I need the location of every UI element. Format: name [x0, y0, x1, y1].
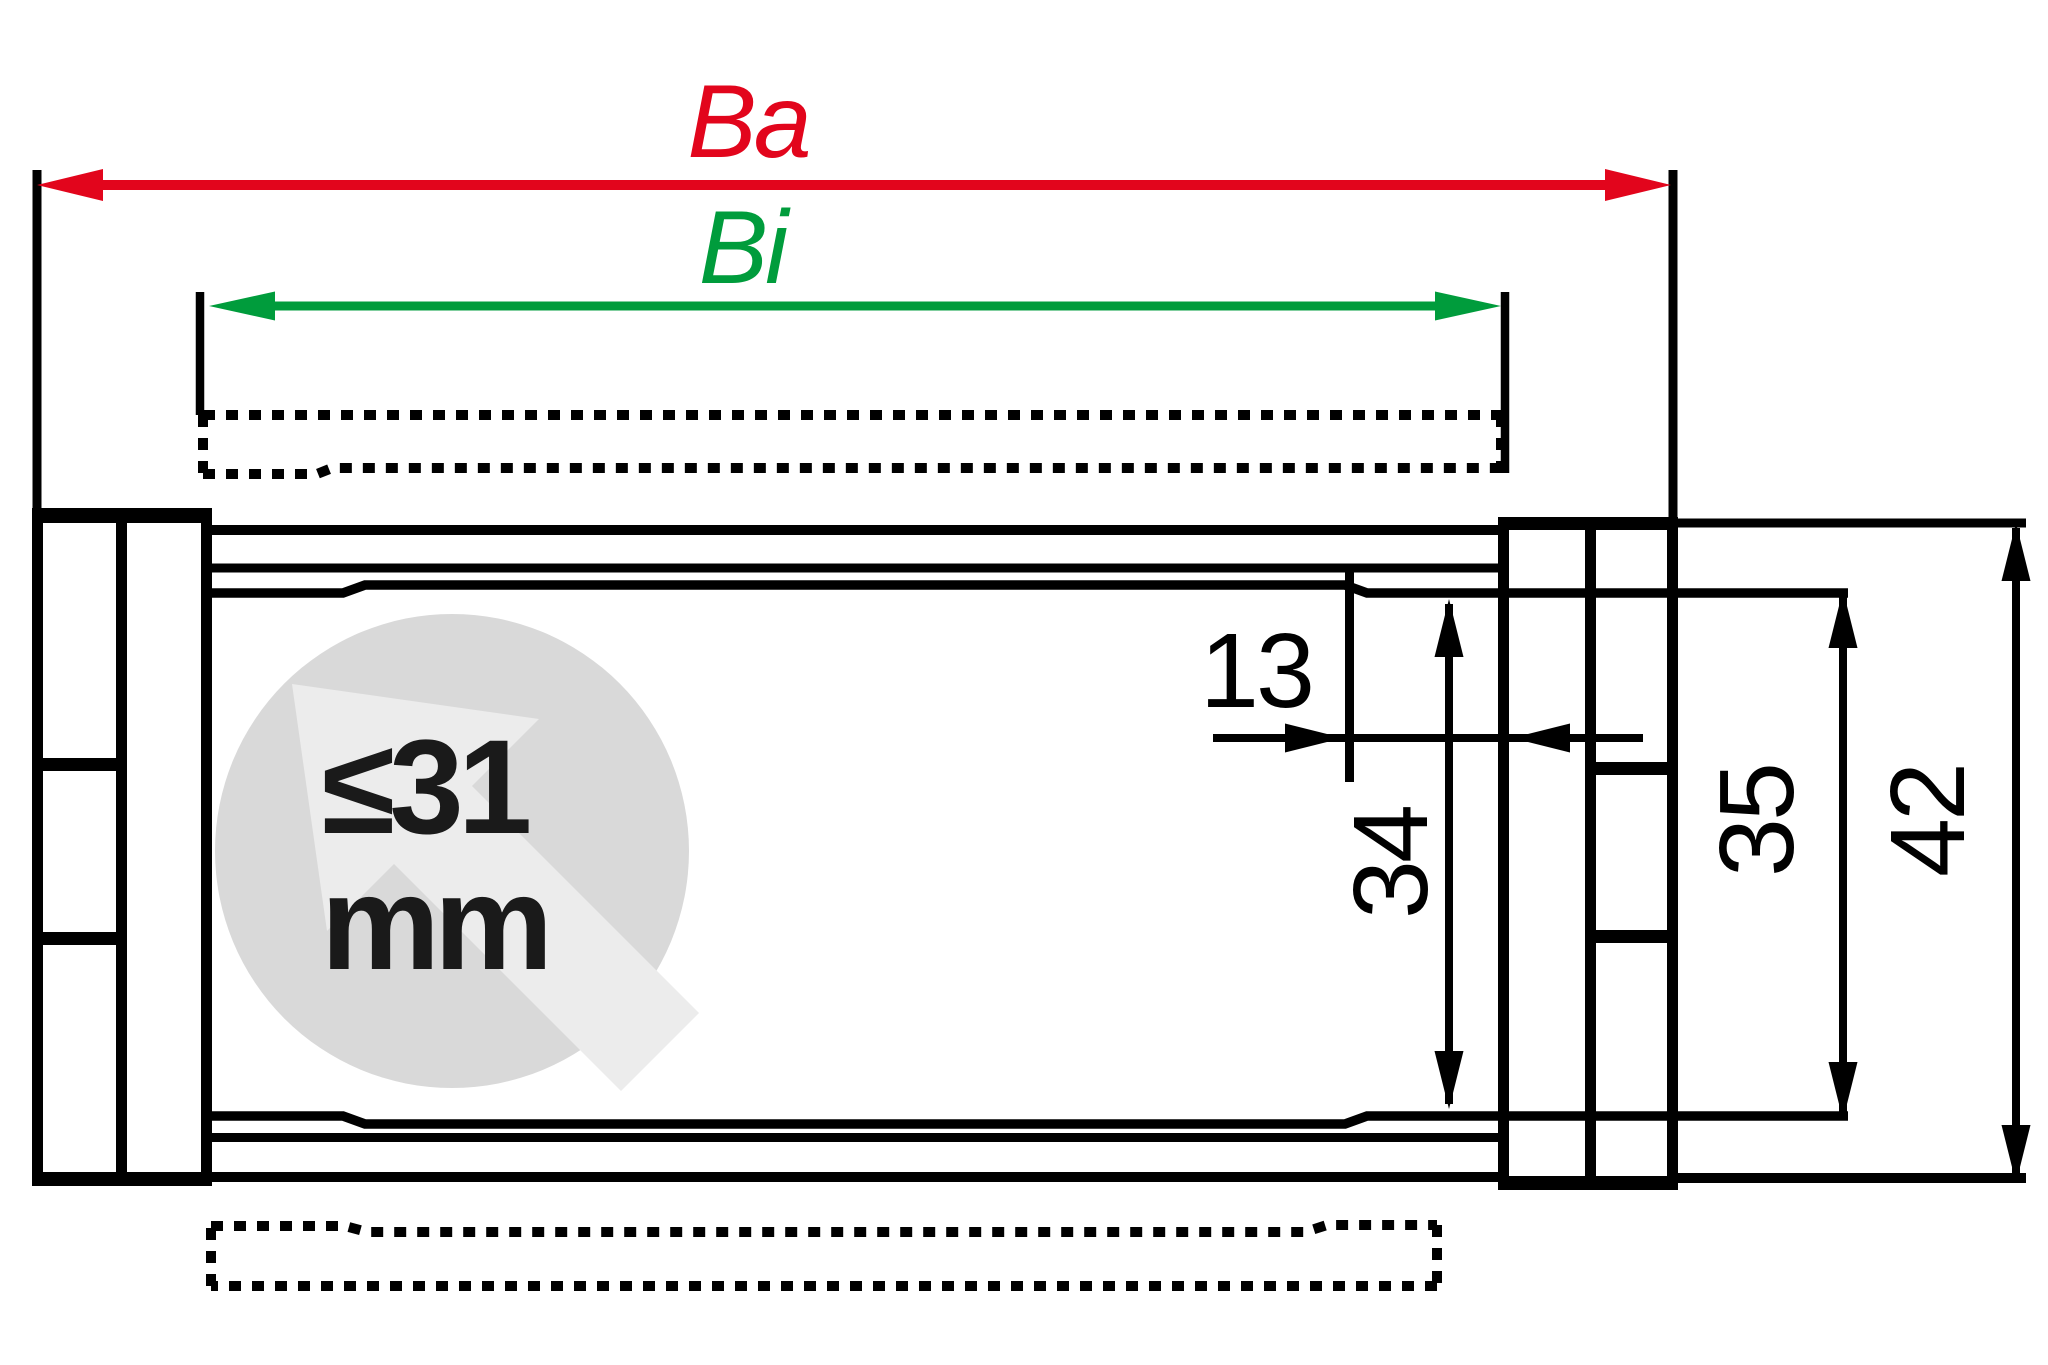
- dim13-arrow-right-icon: [1285, 723, 1343, 753]
- dim34-arrow-up-icon: [1434, 599, 1464, 657]
- dim42-arrow-down-icon: [2001, 1125, 2031, 1183]
- watermark-text-line1: ≤31: [321, 713, 533, 862]
- ba-arrow-right-icon: [1605, 169, 1671, 201]
- watermark-arrow-icon: [292, 684, 699, 1091]
- ba-dimension: [32, 169, 1678, 517]
- bi-dimension: [195, 291, 1510, 473]
- dim42-arrow-up-icon: [2001, 523, 2031, 581]
- chain-body-outline: [203, 518, 2026, 1183]
- watermark: [215, 614, 699, 1091]
- dim35-arrow-up-icon: [1828, 590, 1858, 648]
- right-end-bracket: [1498, 517, 1678, 1190]
- dim13-label: 13: [1200, 612, 1315, 730]
- watermark-text-line2: mm: [320, 849, 553, 998]
- ba-label: Ba: [687, 64, 811, 180]
- dim35-arrow-down-icon: [1828, 1062, 1858, 1120]
- top-crossbar-dashed: [198, 410, 1506, 479]
- dim34-label: 34: [1332, 807, 1450, 919]
- height-35-dimension: [1828, 590, 1858, 1120]
- bi-arrow-left-icon: [209, 291, 275, 321]
- width-13-dimension: [1213, 570, 1643, 782]
- bi-arrow-right-icon: [1435, 291, 1501, 321]
- height-34-dimension: [1434, 599, 1464, 1109]
- left-end-bracket: [32, 508, 212, 1186]
- dim42-label: 42: [1869, 765, 1987, 877]
- ba-arrow-left-icon: [37, 169, 103, 201]
- bi-label: Bi: [698, 190, 789, 306]
- dim13-arrow-left-icon: [1512, 723, 1570, 753]
- dim35-label: 35: [1698, 765, 1816, 877]
- bottom-crossbar-dashed: [206, 1220, 1442, 1291]
- dim34-arrow-down-icon: [1434, 1051, 1464, 1109]
- height-42-dimension: [2001, 523, 2031, 1183]
